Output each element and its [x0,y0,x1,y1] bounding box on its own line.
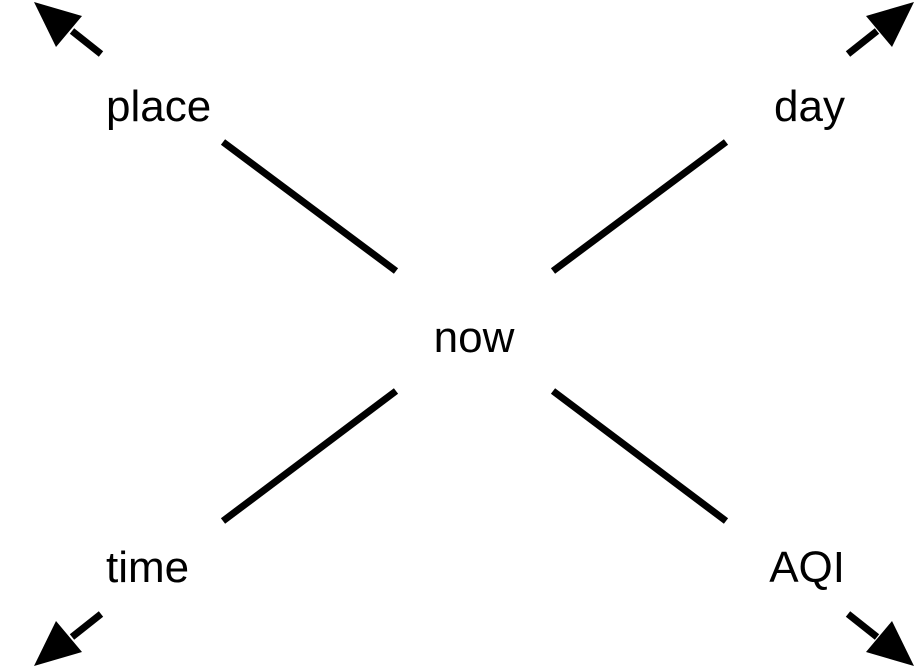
label-bottom-left: time [106,543,189,592]
connector-center-to-aqi [550,388,729,524]
connector-center-to-place [220,139,399,274]
label-center: now [434,313,515,362]
label-top-right: day [774,82,845,131]
label-top-left: place [106,82,211,131]
arrow-down-right-icon [845,611,914,666]
label-bottom-right: AQI [769,543,845,592]
arrow-up-right-icon [845,2,914,57]
arrow-up-left-icon [34,2,104,57]
arrow-down-left-icon [34,611,104,666]
connector-center-to-day [550,139,729,274]
connector-center-to-time [220,388,399,524]
